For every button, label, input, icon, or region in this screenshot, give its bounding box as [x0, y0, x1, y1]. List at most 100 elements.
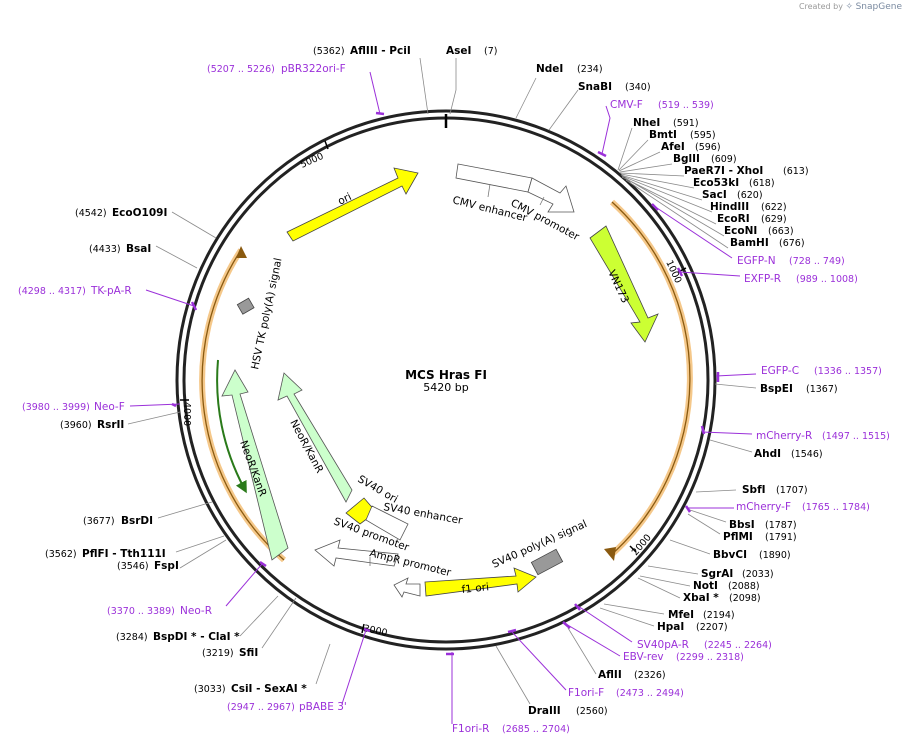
enzyme-ased-pos: (7): [484, 46, 497, 57]
enzyme-econi-pos: (663): [768, 226, 794, 237]
enzyme-pflmi-pos: (1791): [765, 532, 797, 543]
feature-sv40-enhancer-shape: [365, 505, 409, 541]
primer-pbr322ori-f-name: pBR322ori-F: [281, 63, 346, 75]
feature-neor-outer-shape: [221, 369, 289, 561]
enzyme-bspei-pos: (1367): [806, 384, 838, 395]
enzyme-bspdi-clai-pos: (3284): [116, 632, 148, 643]
feature-sv40-polya-shape: [530, 548, 564, 576]
enzyme-sgrai-name: SgrAI: [701, 568, 733, 580]
cmv-enh-leader: [487, 183, 491, 198]
neo-inner-line: [216, 359, 247, 494]
primer-labels: (5207 .. 5226) pBR322ori-F CMV-F (519 ..…: [18, 63, 890, 735]
enzyme-ecoo109i-name: EcoO109I: [112, 207, 167, 219]
primer-marks: [171, 111, 720, 656]
primer-exfp-r-range: (989 .. 1008): [796, 274, 858, 285]
primer-pbabe3-name: pBABE 3': [299, 701, 347, 713]
primer-ebv-rev-range: (2299 .. 2318): [676, 652, 744, 663]
enzyme-bspei-name: BspEI: [760, 383, 793, 395]
primer-neo-f-name: Neo-F: [94, 401, 125, 413]
enzyme-mfei-name: MfeI: [668, 609, 694, 621]
primer-mcherry-f-name: mCherry-F: [736, 501, 791, 513]
enzyme-afei-name: AfeI: [661, 141, 685, 153]
tick-3000-mark: [361, 623, 365, 634]
enzyme-noti-name: NotI: [693, 580, 718, 592]
enzyme-fspi-pos: (3546): [117, 561, 149, 572]
primer-ebv-rev-name: EBV-rev: [623, 651, 664, 663]
enzyme-bsai-name: BsaI: [126, 243, 151, 255]
cmv-prom-leader: [539, 196, 545, 206]
feature-ori-label: ori: [336, 191, 354, 208]
enzyme-sbfi-pos: (1707): [776, 485, 808, 496]
enzyme-hindiii-pos: (622): [761, 202, 787, 213]
primer-neo-r-range: (3370 .. 3389): [107, 606, 175, 617]
enzyme-bbsi-name: BbsI: [729, 519, 755, 531]
plasmid-length: 5420 bp: [423, 381, 468, 394]
enzyme-saci-name: SacI: [702, 189, 727, 201]
enzyme-hindiii-name: HindIII: [710, 201, 749, 213]
enzyme-xbai-name: XbaI *: [683, 592, 719, 604]
primer-mcherry-r-name: mCherry-R: [756, 430, 812, 442]
enzyme-bmti-pos: (595): [690, 130, 716, 141]
enzyme-csii-sexai-name: CsiI - SexAI *: [231, 683, 307, 695]
enzyme-sgrai-pos: (2033): [742, 569, 774, 580]
orange-arc-right-arrow: [604, 547, 616, 561]
enzyme-fspi-name: FspI: [154, 560, 179, 572]
enzyme-pflfi-tth111i-name: PflFI - Tth111I: [82, 548, 166, 560]
enzyme-econi-name: EcoNI: [724, 225, 757, 237]
plasmid-name: MCS Hras FI: [405, 368, 487, 382]
tick-4000-label: 4000: [181, 402, 192, 426]
enzyme-pflfi-tth111i-pos: (3562): [45, 549, 77, 560]
feature-f1ori-shape: [424, 567, 537, 597]
enzyme-xbai-pos: (2098): [729, 593, 761, 604]
enzyme-sfii-pos: (3219): [202, 648, 234, 659]
enzyme-bamhi-name: BamHI: [730, 237, 769, 249]
enzyme-bsai-pos: (4433): [89, 244, 121, 255]
credit-prefix: Created by: [798, 2, 843, 11]
feature-neor-inner-shape: [277, 372, 353, 503]
enzyme-sbfi-name: SbfI: [742, 484, 766, 496]
primer-f1ori-r-range: (2685 .. 2704): [502, 724, 570, 735]
enzyme-noti-pos: (2088): [728, 581, 760, 592]
primer-f1ori-f-name: F1ori-F: [568, 687, 604, 699]
orange-arc-right-core: [609, 201, 691, 557]
enzyme-eco53ki-pos: (618): [749, 178, 775, 189]
enzyme-paer7i-xhoi-name: PaeR7I - XhoI: [684, 165, 763, 177]
enzyme-ahdi-name: AhdI: [754, 448, 781, 460]
enzyme-labels: AseI (7) NdeI (234) SnaBI (340) NheI (59…: [45, 45, 838, 717]
enzyme-nhei-pos: (591): [673, 118, 699, 129]
enzyme-bspdi-clai-name: BspDI * - ClaI *: [153, 631, 240, 643]
primer-mcherry-r-range: (1497 .. 1515): [822, 431, 890, 442]
primer-pbabe3-range: (2947 .. 2967): [227, 702, 295, 713]
enzyme-aflii-name: AflII: [598, 669, 622, 681]
enzyme-pflmi-name: PflMI: [723, 531, 753, 543]
snapgene-logo-icon: ✧: [845, 2, 854, 12]
primer-egfp-c-name: EGFP-C: [761, 365, 799, 377]
enzyme-bamhi-pos: (676): [779, 238, 805, 249]
primer-tk-pa-r-range: (4298 .. 4317): [18, 286, 86, 297]
enzyme-afliii-pcii-name: AflIII - PciI: [350, 45, 411, 57]
enzyme-leaders: [127, 57, 757, 705]
feature-cmv-promoter-shape: [527, 177, 575, 213]
enzyme-afei-pos: (596): [695, 142, 721, 153]
primer-neo-r-name: Neo-R: [180, 605, 212, 617]
enzyme-snabi-pos: (340): [625, 82, 651, 93]
primer-mcherry-f-range: (1765 .. 1784): [802, 502, 870, 513]
enzyme-hpai-name: HpaI: [657, 621, 684, 633]
enzyme-ecoo109i-pos: (4542): [75, 208, 107, 219]
enzyme-bglii-pos: (609): [711, 154, 737, 165]
primer-tk-pa-r-name: TK-pA-R: [90, 285, 132, 297]
enzyme-rsrii-name: RsrII: [97, 419, 124, 431]
primer-cmv-f-range: (519 .. 539): [658, 100, 714, 111]
primer-neo-f-range: (3980 .. 3999): [22, 402, 90, 413]
tick-5000-mark: [324, 140, 329, 150]
enzyme-ased-name: AseI: [446, 45, 471, 57]
primer-egfp-c-range: (1336 .. 1357): [814, 366, 882, 377]
enzyme-ecori-name: EcoRI: [717, 213, 750, 225]
enzyme-nhei-name: NheI: [633, 117, 660, 129]
enzyme-csii-sexai-pos: (3033): [194, 684, 226, 695]
enzyme-saci-pos: (620): [737, 190, 763, 201]
enzyme-ndei-name: NdeI: [536, 63, 563, 75]
enzyme-mfei-pos: (2194): [703, 610, 735, 621]
primer-egfp-n-range: (728 .. 749): [789, 256, 845, 267]
